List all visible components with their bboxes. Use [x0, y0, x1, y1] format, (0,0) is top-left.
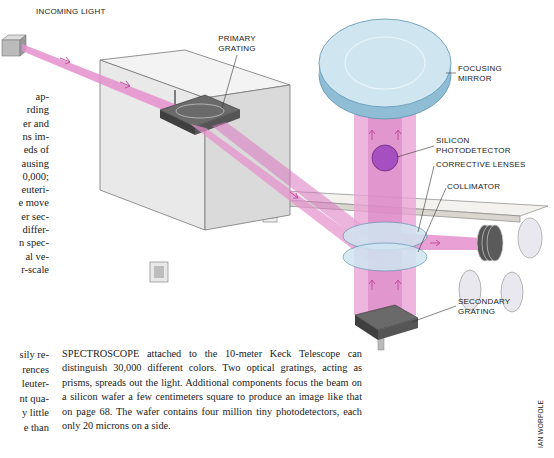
column-text-fragment: e than — [0, 421, 49, 434]
column-text-fragment: n spec- — [0, 236, 49, 249]
part-label: CORRECTIVE LENSES — [436, 160, 548, 170]
column-text-fragment: ausing — [0, 157, 49, 170]
column-text-fragment: euteri- — [0, 183, 49, 196]
part-label: SILICON PHOTODETECTOR — [436, 136, 524, 156]
column-text-fragment: rences — [0, 363, 49, 376]
part-label: FOCUSING MIRROR — [458, 64, 518, 84]
column-text-fragment: y little — [0, 406, 49, 419]
part-label: PRIMARY GRATING — [210, 34, 264, 54]
leader-lines — [222, 55, 456, 322]
column-text-fragment: nt qua- — [0, 392, 49, 405]
artist-credit: IAN WORPOLE — [537, 378, 545, 448]
focusing-mirror — [319, 19, 451, 119]
column-text-fragment: 0,000; — [0, 170, 49, 183]
vertical-beam — [354, 100, 416, 315]
return-beam — [212, 122, 372, 238]
secondary-grating — [355, 305, 418, 350]
column-text-fragment: er sec- — [0, 210, 49, 223]
lenses — [343, 222, 427, 271]
part-label: COLLIMATOR — [447, 182, 517, 192]
beam-arrows — [60, 57, 440, 290]
column-text-fragment: eds of — [0, 143, 49, 156]
grating-housing — [100, 50, 290, 230]
silicon-photodetector — [372, 145, 398, 171]
figure-caption: SPECTROSCOPE attached to the 10-meter Ke… — [62, 347, 362, 433]
column-text-fragment: ap- — [0, 90, 49, 103]
column-text-fragment: rding — [0, 103, 49, 116]
column-text-fragment: e move — [0, 196, 49, 209]
column-text-fragment: er and — [0, 117, 49, 130]
column-text-fragment: leuter- — [0, 377, 49, 390]
part-label: SECONDARY GRATING — [458, 297, 524, 317]
column-text-fragment: al ve- — [0, 250, 49, 263]
part-label: INCOMING LIGHT — [36, 7, 126, 17]
column-text-fragment: ns im- — [0, 130, 49, 143]
column-text-fragment: sily re- — [0, 348, 49, 361]
column-text-fragment: r-scale — [0, 263, 49, 276]
column-text-fragment: differ- — [0, 223, 49, 236]
